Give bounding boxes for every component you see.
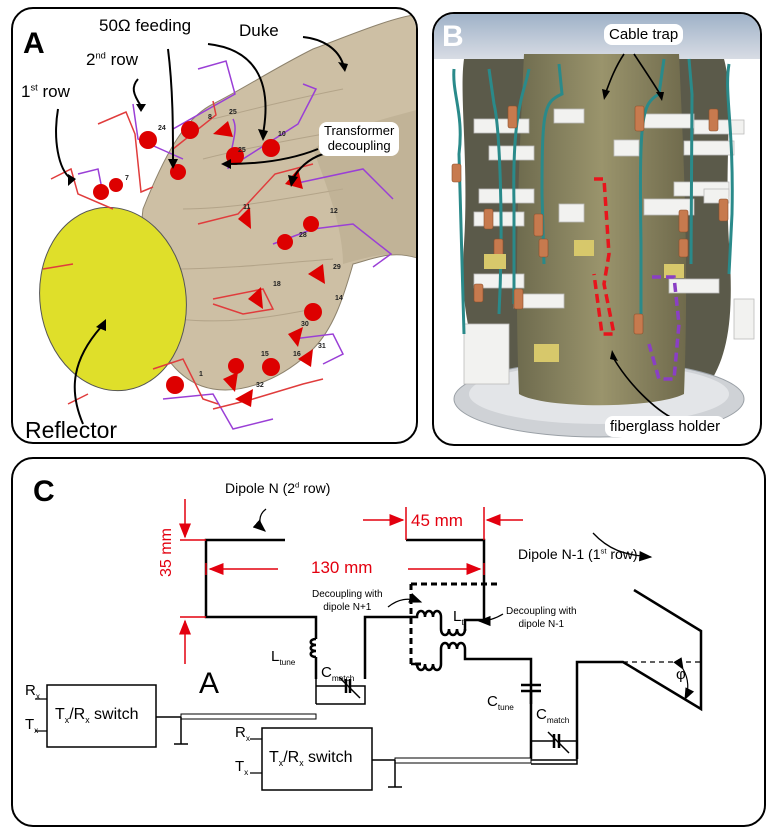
rx-port-right: Rx xyxy=(235,724,250,743)
c-match-left-label: Cmatch xyxy=(321,664,355,683)
width-dimension-label: 130 mm xyxy=(311,558,373,577)
dipole-supports xyxy=(463,108,755,385)
reflector-label: Reflector xyxy=(25,417,118,443)
svg-text:29: 29 xyxy=(333,264,341,271)
coax-line-left xyxy=(156,713,317,745)
phi-angle-arc xyxy=(673,657,695,701)
feed-points xyxy=(93,121,325,407)
coax-cables xyxy=(452,58,734,335)
l-tune-label: Ltune xyxy=(271,648,296,667)
top-plate xyxy=(434,14,760,59)
reflector-disc xyxy=(39,206,187,392)
svg-text:7: 7 xyxy=(125,175,129,182)
svg-text:16: 16 xyxy=(293,351,301,358)
svg-text:24: 24 xyxy=(158,125,166,132)
svg-text:28: 28 xyxy=(299,232,307,239)
row2-dipoles xyxy=(77,60,394,430)
row2-label: 2nd row xyxy=(86,50,138,69)
panel-c-circuit-diagram: C Dipole N (2d row) Dipole N-1 (1st row)… xyxy=(11,457,766,827)
l-tr-label: Ltr xyxy=(453,608,467,627)
fiberglass-holder xyxy=(516,54,687,406)
decoupling-n-minus-1-pointer xyxy=(477,613,504,627)
panel-a-arrowheads xyxy=(68,62,348,331)
phi-label: φ xyxy=(676,666,686,683)
dipole-n-minus-1 xyxy=(529,588,703,759)
circuit-boards xyxy=(484,240,684,362)
decoupling-n-plus-1-pointer xyxy=(387,592,423,608)
tx-rx-switch-right-label: Tx/Rx switch xyxy=(269,749,353,769)
panel-b-letter: B xyxy=(442,20,464,53)
svg-text:11: 11 xyxy=(243,204,251,211)
row2-dipole-outline xyxy=(647,275,681,381)
svg-text:1: 1 xyxy=(199,371,203,378)
c-tune-label: Ctune xyxy=(487,693,514,712)
fiberglass-holder-callout: fiberglass holder xyxy=(605,416,726,438)
svg-text:18: 18 xyxy=(273,281,281,288)
panel-a-arrows xyxy=(55,36,344,425)
arm-dimension-label: 45 mm xyxy=(411,511,463,530)
node-a-label: A xyxy=(199,667,220,700)
svg-text:12: 12 xyxy=(330,208,338,215)
dipole-n-minus-1-label: Dipole N-1 (1st row) xyxy=(518,546,638,562)
svg-text:15: 15 xyxy=(261,351,269,358)
tx-rx-switch-left-label: Tx/Rx switch xyxy=(55,706,139,726)
tx-port-right: Tx xyxy=(235,758,249,777)
feeding-label: 50Ω feeding xyxy=(99,16,192,35)
coil-array-photo xyxy=(434,14,760,438)
panel-b-arrows xyxy=(605,53,675,420)
rx-port-left: Rx xyxy=(25,682,40,701)
circuit-schematic xyxy=(35,499,703,791)
duke-label: Duke xyxy=(239,21,279,40)
dimension-lines xyxy=(179,499,523,664)
svg-text:8: 8 xyxy=(208,114,212,121)
c-match-right xyxy=(531,731,578,765)
svg-text:25: 25 xyxy=(229,109,237,116)
panel-a-letter: A xyxy=(23,27,45,60)
dipole-n-pointer xyxy=(252,508,267,532)
l-tune-inductor xyxy=(309,637,317,659)
cable-traps xyxy=(451,105,729,335)
c-match-right-label: Cmatch xyxy=(536,706,570,725)
tx-rx-switch-left-box xyxy=(46,684,157,748)
svg-text:14: 14 xyxy=(335,295,343,302)
dipole-n-label: Dipole N (2d row) xyxy=(225,480,331,496)
svg-text:25: 25 xyxy=(238,147,246,154)
dipole-n-minus-1-pointer xyxy=(592,532,653,562)
row1-dipole-outline xyxy=(592,177,617,336)
row1-dipoles xyxy=(42,100,324,410)
height-dimension-label: 35 mm xyxy=(158,528,175,577)
panel-b-photo: B Cable trap fiberglass holder xyxy=(432,12,762,446)
svg-text:32: 32 xyxy=(256,382,264,389)
panel-a-simulation-model: 24 8 25 10 25 7 11 12 28 29 18 14 30 31 15 16 1 32 xyxy=(11,7,418,444)
c-match-left xyxy=(315,657,366,705)
svg-text:31: 31 xyxy=(318,343,326,350)
l-tr-transformer xyxy=(411,609,533,704)
coax-line-right xyxy=(372,757,577,788)
simulation-render: 24 8 25 10 25 7 11 12 28 29 18 14 30 31 15 16 1 32 xyxy=(39,14,416,430)
svg-text:30: 30 xyxy=(301,321,309,328)
svg-text:10: 10 xyxy=(278,131,286,138)
tx-rx-switch-right-box xyxy=(261,727,373,791)
element-numbers: 24 8 25 10 25 7 11 12 28 29 18 14 30 31 15 16 1 32 xyxy=(125,109,343,389)
row1-label: 1st row xyxy=(21,82,70,101)
cable-trap-callout: Cable trap xyxy=(604,24,684,46)
tx-port-left: Tx xyxy=(25,716,39,735)
panel-c-letter: C xyxy=(33,475,55,508)
